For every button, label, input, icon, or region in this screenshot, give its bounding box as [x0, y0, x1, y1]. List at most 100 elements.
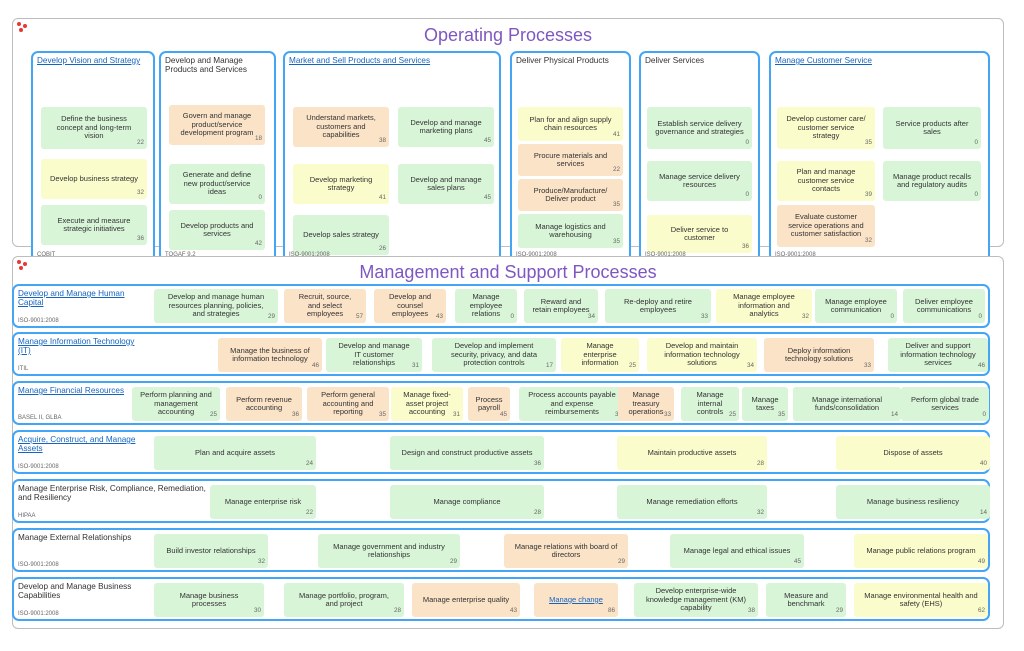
process-count: 29	[835, 606, 843, 614]
process-label: Maintain productive assets	[647, 447, 737, 457]
process-box[interactable]: Define the business concept and long-ter…	[41, 107, 147, 149]
process-box[interactable]: Understand markets, customers and capabi…	[293, 107, 389, 147]
process-box[interactable]: Deploy information technology solutions 3…	[764, 338, 874, 372]
process-box[interactable]: Manage product recalls and regulatory au…	[883, 161, 981, 201]
process-label: Develop and manage human resources plann…	[167, 292, 265, 319]
process-label: Manage relations with board of directors	[514, 541, 618, 559]
process-label: Dispose of assets	[883, 447, 943, 457]
process-box[interactable]: Develop customer care/ customer service …	[777, 107, 875, 149]
management-support-title: Management and Support Processes	[359, 262, 657, 282]
process-box[interactable]: Plan for and align supply chain resource…	[518, 107, 623, 141]
process-box[interactable]: Evaluate customer service operations and…	[777, 205, 875, 247]
process-box[interactable]: Develop and implement security, privacy,…	[432, 338, 556, 372]
process-label: Manage change	[549, 594, 603, 604]
column-header[interactable]: Manage Customer Service	[775, 56, 872, 65]
process-box[interactable]: Perform planning and management accounti…	[132, 387, 220, 421]
column-header[interactable]: Develop Vision and Strategy	[37, 56, 141, 65]
process-label: Perform global trade services	[911, 394, 979, 412]
process-box[interactable]: Perform general accounting and reporting…	[307, 387, 389, 421]
process-box[interactable]: Develop and manage human resources plann…	[154, 289, 278, 323]
process-count: 14	[979, 508, 987, 516]
column-header[interactable]: Market and Sell Products and Services	[289, 56, 431, 65]
process-box[interactable]: Generate and define new product/service …	[169, 164, 265, 204]
process-box[interactable]: Develop enterprise-wide knowledge manage…	[634, 583, 758, 617]
process-box[interactable]: Establish service delivery governance an…	[647, 107, 752, 149]
process-label: Manage service delivery resources	[659, 171, 740, 189]
process-box[interactable]: Deliver and support information technolo…	[888, 338, 988, 372]
process-box[interactable]: Manage environmental health and safety (…	[854, 583, 988, 617]
process-box[interactable]: Develop and maintain information technol…	[647, 338, 757, 372]
process-box[interactable]: Process accounts payable and expense rei…	[519, 387, 625, 421]
process-count: 46	[977, 361, 985, 369]
process-box[interactable]: Manage relations with board of directors…	[504, 534, 628, 568]
process-label: Deploy information technology solutions	[785, 345, 853, 363]
process-box[interactable]: Manage employee information and analytic…	[716, 289, 812, 323]
process-count: 45	[483, 193, 491, 201]
process-box[interactable]: Govern and manage product/service develo…	[169, 105, 265, 145]
process-count: 25	[209, 410, 217, 418]
row-header[interactable]: Develop and Manage Human Capital	[18, 289, 125, 307]
process-label: Design and construct productive assets	[401, 447, 533, 457]
process-count: 33	[863, 361, 871, 369]
process-box[interactable]: Execute and measure strategic initiative…	[41, 205, 147, 245]
process-count: 36	[136, 234, 144, 242]
standard-label: COBIT	[37, 252, 56, 258]
row-header[interactable]: Manage Information Technology (IT)	[18, 337, 135, 355]
process-label: Develop and manage IT customer relations…	[338, 341, 410, 368]
process-count: 33	[663, 410, 671, 418]
row-header[interactable]: Acquire, Construct, and Manage Assets	[18, 435, 136, 453]
process-box[interactable]: Manage international funds/consolidation…	[793, 387, 901, 421]
process-box[interactable]: Plan and manage customer service contact…	[777, 161, 875, 201]
process-box[interactable]: Develop and manage IT customer relations…	[326, 338, 422, 372]
process-count: 36	[291, 410, 299, 418]
row-header[interactable]: Manage Financial Resources	[18, 386, 125, 395]
process-label: Manage compliance	[433, 496, 501, 506]
process-count: 35	[612, 200, 620, 208]
process-box[interactable]: Manage the business of information techn…	[218, 338, 322, 372]
process-box[interactable]: Manage government and industry relations…	[318, 534, 460, 568]
